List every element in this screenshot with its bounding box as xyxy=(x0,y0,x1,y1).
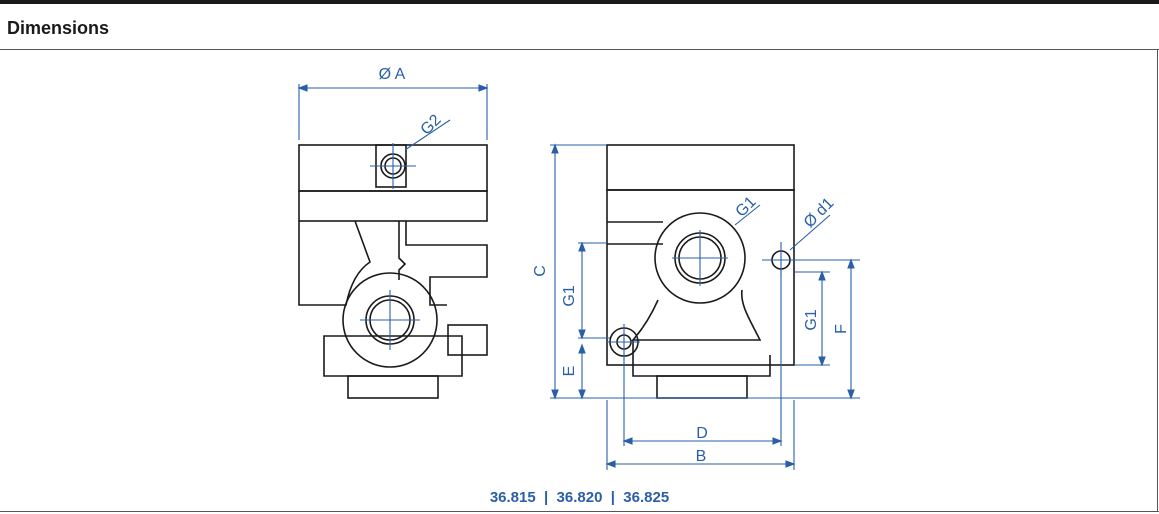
dim-d-label: D xyxy=(696,425,708,442)
model-numbers: 36.815 | 36.820 | 36.825 xyxy=(489,489,670,506)
dim-b-label: B xyxy=(696,448,707,465)
bottom-border xyxy=(0,511,1159,512)
g2-label: G2 xyxy=(418,111,445,138)
header-divider xyxy=(0,49,1159,50)
front-view xyxy=(298,144,488,399)
dim-f-label: F xyxy=(833,324,850,334)
top-rule xyxy=(0,0,1159,4)
g1-left-label: G1 xyxy=(561,285,578,306)
dim-d1-label: Ø d1 xyxy=(801,195,838,232)
section-title: Dimensions xyxy=(7,18,110,38)
side-view-dimensions xyxy=(550,143,860,470)
dim-e-label: E xyxy=(561,366,578,377)
dim-a-label: Ø A xyxy=(379,66,406,83)
g1-top-label: G1 xyxy=(733,193,760,220)
g1-right-label: G1 xyxy=(803,309,820,330)
right-border xyxy=(1157,49,1158,512)
dimension-labels: Ø A G2 C G1 E G1 Ø d1 G1 F D B xyxy=(379,66,850,465)
side-view-centerlines xyxy=(606,204,831,360)
front-view-centerlines xyxy=(360,119,451,350)
front-view-dimensions xyxy=(297,84,489,140)
dim-c-label: C xyxy=(532,265,549,277)
